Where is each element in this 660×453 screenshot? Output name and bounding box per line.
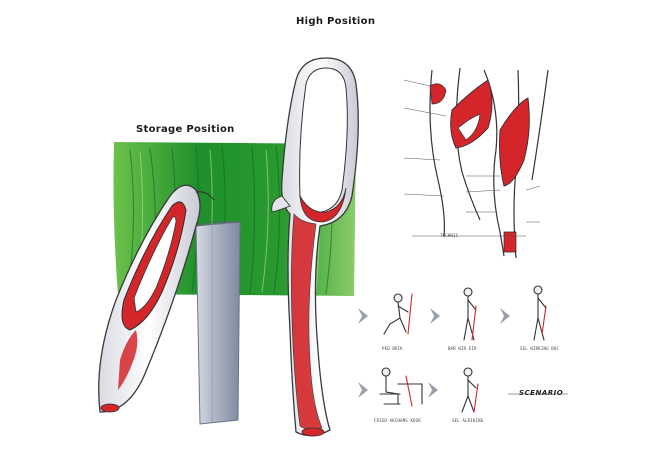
pillar bbox=[195, 221, 241, 425]
scenario-caption-2: BAR WIR EIR bbox=[448, 346, 477, 351]
scenario-caption-1: PED BRIK bbox=[382, 346, 403, 351]
high-crutch bbox=[271, 57, 359, 437]
technic-label: TECHNIC bbox=[440, 233, 459, 238]
scenario-caption-5: SEL ALRIKING bbox=[452, 418, 484, 423]
figure-seated bbox=[379, 367, 423, 407]
scenario-caption-3: SEL WIRKING BOC bbox=[520, 346, 560, 351]
figure-kneeling bbox=[383, 293, 413, 335]
figure-standing-1 bbox=[463, 287, 477, 341]
high-position-title: High Position bbox=[296, 16, 376, 27]
scenario-arrows bbox=[358, 308, 510, 398]
scenario-caption-4: FRIED AKCHAMS KDSK bbox=[374, 418, 421, 423]
figure-walking bbox=[461, 367, 479, 413]
figure-standing-2 bbox=[533, 285, 547, 341]
technical-detail bbox=[403, 67, 549, 259]
storage-position-title: Storage Position bbox=[136, 124, 235, 135]
scenario-title: SCENARIO bbox=[519, 389, 564, 397]
storage-crutch bbox=[98, 184, 215, 413]
scenario-figures bbox=[379, 285, 547, 413]
